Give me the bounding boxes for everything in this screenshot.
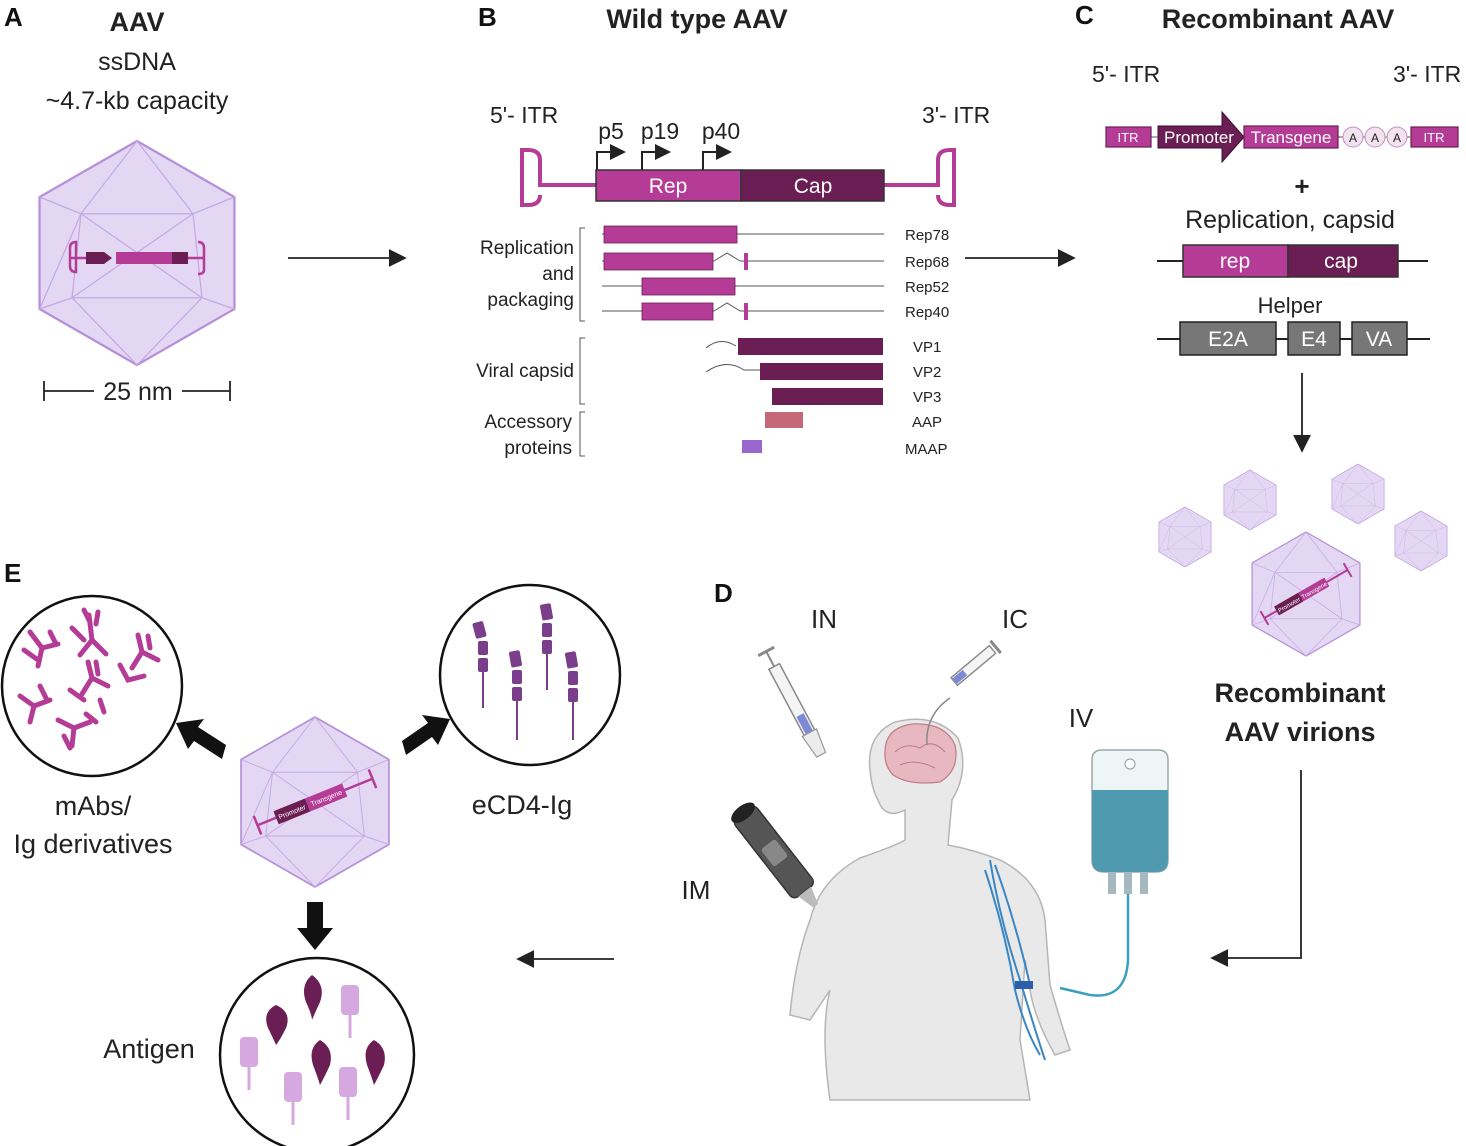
rep-gene-box	[595, 169, 742, 202]
group-replication-1: Replication	[480, 238, 574, 259]
panel-b-3itr: 3'- ITR	[922, 102, 990, 128]
protein-vp3: VP3	[913, 389, 941, 406]
rep-label: rep	[1220, 250, 1250, 273]
protein-vp1: VP1	[913, 339, 941, 356]
intranasal-syringe-icon	[757, 645, 827, 758]
route-in: IN	[811, 604, 837, 634]
scale-bar: 25 nm	[43, 378, 231, 406]
intramuscular-injector-icon	[731, 802, 819, 908]
cassette-itr-left: ITR	[1118, 130, 1139, 145]
arrow-to-antigen	[297, 902, 333, 950]
group-brackets: Replication and packaging Viral capsid A…	[476, 227, 585, 459]
mabs-circle	[0, 594, 184, 778]
panel-c-title: Recombinant AAV	[1162, 4, 1395, 34]
arrow-to-mabs	[176, 719, 226, 759]
panel-b-5itr: 5'- ITR	[490, 102, 558, 128]
panel-letter-b: B	[478, 2, 497, 32]
protein-aap: AAP	[912, 414, 942, 431]
panel-b-title: Wild type AAV	[606, 4, 787, 34]
scale-bar-label: 25 nm	[103, 378, 172, 406]
panel-letter-d: D	[714, 578, 733, 608]
protein-maap: MAAP	[905, 441, 948, 458]
panel-d: D IN IC IV IM	[516, 578, 1169, 1101]
cap-gene-label: Cap	[794, 175, 833, 198]
ecd4-label: eCD4-Ig	[472, 790, 573, 820]
human-figure-icon	[789, 718, 1071, 1101]
panel-c-5itr: 5'- ITR	[1092, 61, 1160, 87]
protein-rep68: Rep68	[905, 254, 949, 271]
mabs-label-1: mAbs/	[55, 791, 132, 821]
helper-title: Helper	[1258, 293, 1323, 318]
iv-bag-icon	[1059, 749, 1169, 997]
cassette-transgene: Transgene	[1251, 128, 1332, 147]
panel-a-title: AAV	[109, 7, 164, 37]
antigen-label: Antigen	[103, 1034, 195, 1064]
cap-label: cap	[1324, 250, 1358, 273]
polya-2: A	[1371, 131, 1379, 145]
group-replication-3: packaging	[487, 290, 574, 311]
small-capsid-2	[1223, 469, 1277, 531]
mabs-label-2: Ig derivatives	[13, 829, 172, 859]
route-iv: IV	[1069, 703, 1094, 733]
protein-vp2: VP2	[913, 364, 941, 381]
panel-a-capacity: ~4.7-kb capacity	[46, 87, 229, 115]
protein-labels: Rep78 Rep68 Rep52 Rep40 VP1 VP2 VP3 AAP …	[905, 227, 949, 458]
rep-gene-label: Rep	[649, 175, 688, 198]
small-capsid-4	[1394, 510, 1448, 572]
panel-a-ssdna: ssDNA	[98, 48, 176, 76]
promoter-p19: p19	[641, 118, 679, 144]
arrow-c-to-d	[1210, 770, 1302, 967]
cassette-promoter: Promoter	[1164, 128, 1234, 147]
transcript-map	[602, 225, 884, 453]
protein-rep78: Rep78	[905, 227, 949, 244]
capsid-genome-icon	[68, 240, 206, 276]
polya-1: A	[1349, 131, 1357, 145]
route-im: IM	[682, 875, 711, 905]
virions-label-1: Recombinant	[1214, 678, 1385, 708]
panel-a: A AAV ssDNA ~4.7-kb capacity 25 nm	[4, 2, 407, 406]
rep-cap-title: Replication, capsid	[1185, 206, 1395, 234]
intracerebral-syringe-icon	[926, 639, 1002, 746]
itr-hairpin-right	[884, 148, 956, 207]
small-capsid-1	[1158, 506, 1212, 568]
plus-sign: +	[1294, 171, 1309, 201]
helper-plasmid: E2A E4 VA	[1157, 321, 1430, 356]
arrow-to-ecd4	[402, 715, 450, 755]
ecd4-ig-circle	[438, 583, 622, 767]
helper-va: VA	[1366, 328, 1392, 351]
group-replication-2: and	[542, 264, 574, 285]
protein-rep40: Rep40	[905, 304, 949, 321]
protein-rep52: Rep52	[905, 279, 949, 296]
transgene-cassette: ITR Promoter Transgene A A A ITR	[1105, 110, 1459, 164]
rep-cap-plasmid: rep cap	[1157, 244, 1428, 278]
panel-letter-c: C	[1075, 0, 1094, 30]
cassette-itr-right: ITR	[1424, 130, 1445, 145]
group-accessory-1: Accessory	[484, 412, 572, 433]
promoter-p40: p40	[702, 118, 740, 144]
panel-b: B Wild type AAV 5'- ITR 3'- ITR p5 p19 p…	[476, 2, 1076, 459]
cap-gene-box	[740, 169, 885, 202]
itr-hairpin-left	[520, 148, 596, 207]
recombinant-virions: Promoter Transgene	[1158, 463, 1448, 657]
promoter-arrows	[596, 144, 732, 170]
panel-c-3itr: 3'- ITR	[1393, 61, 1461, 87]
helper-e4: E4	[1301, 328, 1327, 351]
route-ic: IC	[1002, 604, 1028, 634]
panel-c: C Recombinant AAV 5'- ITR 3'- ITR ITR Pr…	[1075, 0, 1461, 967]
panel-letter-a: A	[4, 2, 23, 32]
antigen-circle	[218, 956, 416, 1146]
polya-3: A	[1393, 131, 1401, 145]
panel-e: E Promoter Transgene	[0, 558, 622, 1146]
small-capsid-3	[1331, 463, 1385, 525]
virions-label-2: AAV virions	[1224, 717, 1375, 747]
promoter-p5: p5	[598, 118, 624, 144]
helper-e2a: E2A	[1208, 328, 1248, 351]
group-capsid: Viral capsid	[476, 361, 574, 382]
panel-letter-e: E	[4, 558, 21, 588]
group-accessory-2: proteins	[504, 438, 572, 459]
